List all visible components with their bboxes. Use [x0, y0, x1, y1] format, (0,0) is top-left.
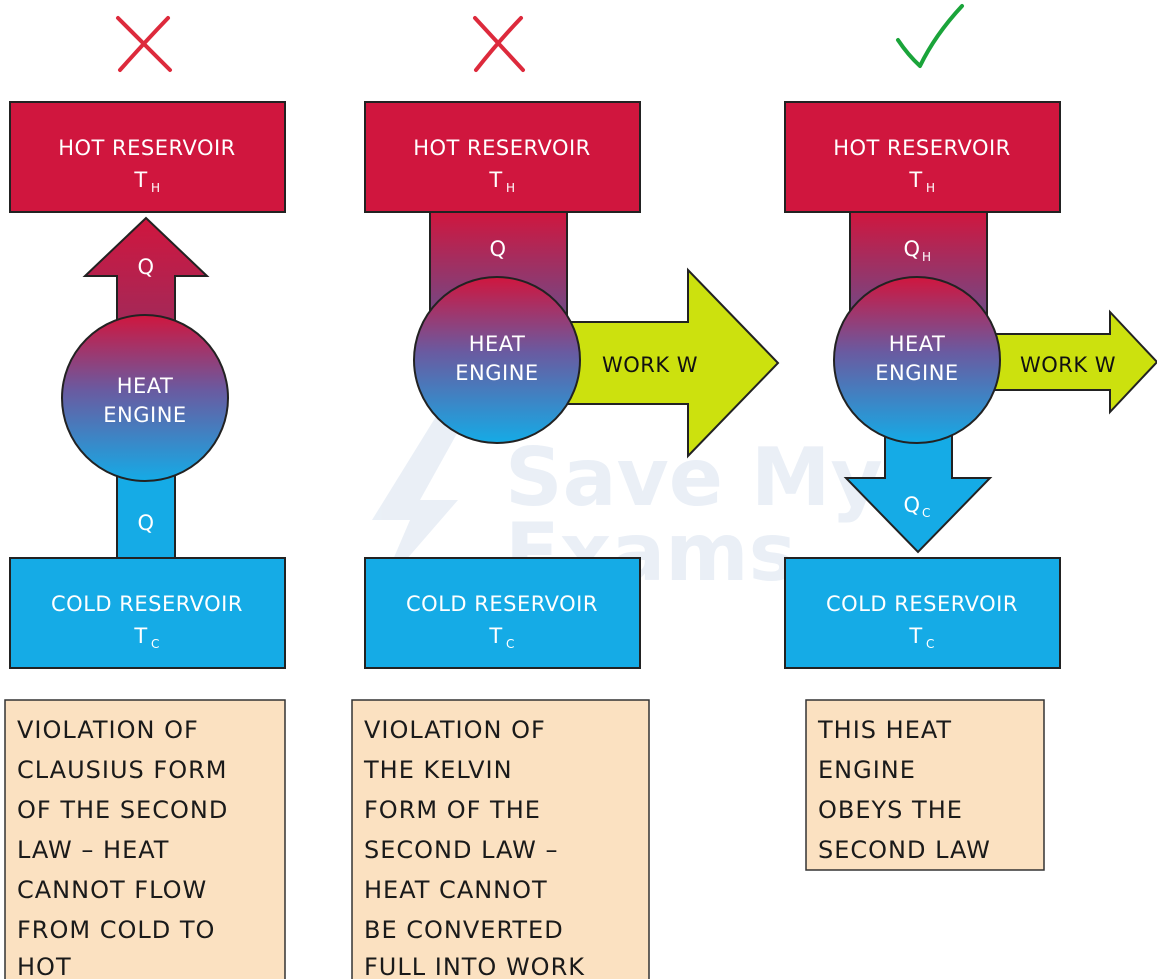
- cold-reservoir: [364, 557, 641, 669]
- hot-temp-symbol: T: [133, 168, 147, 192]
- heat-engine: [413, 276, 581, 444]
- note-line: OBEYS THE: [818, 796, 963, 824]
- cold-reservoir-label: COLD RESERVOIR: [406, 592, 598, 616]
- work-label: WORK W: [1020, 353, 1116, 377]
- watermark-logo-icon: [372, 410, 470, 590]
- engine-label-line1: HEAT: [889, 332, 946, 356]
- hot-temp-subscript: H: [506, 181, 515, 195]
- engine-label-line1: HEAT: [469, 332, 526, 356]
- note-line: FROM COLD TO: [17, 916, 215, 944]
- hot-reservoir-label: HOT RESERVOIR: [58, 136, 236, 160]
- panel-valid-engine: HOT RESERVOIR T H Q H WORK W Q C HEAT EN…: [784, 4, 1157, 871]
- heat-engine: [833, 276, 1001, 444]
- note-line: CLAUSIUS FORM: [17, 756, 227, 784]
- hot-reservoir: [784, 101, 1061, 213]
- note-line: SECOND LAW: [818, 836, 991, 864]
- heat-engine: [61, 314, 229, 482]
- hot-reservoir: [364, 101, 641, 213]
- engine-label-line2: ENGINE: [875, 361, 958, 385]
- hot-temp-subscript: H: [151, 181, 160, 195]
- note-line: BE CONVERTED: [364, 916, 564, 944]
- hot-temp-symbol: T: [908, 168, 922, 192]
- cross-icon: [116, 16, 172, 72]
- note-line: OF THE SECOND: [17, 796, 228, 824]
- hot-temp-symbol: T: [488, 168, 502, 192]
- cold-reservoir-label: COLD RESERVOIR: [826, 592, 1018, 616]
- note-line: VIOLATION OF: [17, 716, 199, 744]
- panel-clausius: HOT RESERVOIR T H Q Q HEAT ENGINE COLD R…: [4, 16, 286, 979]
- note-line: SECOND LAW –: [364, 836, 559, 864]
- note-line: LAW – HEAT: [17, 836, 169, 864]
- q-label: Q: [489, 237, 506, 261]
- cold-temp-symbol: T: [488, 624, 502, 648]
- cross-icon: [473, 16, 525, 72]
- engine-label-line2: ENGINE: [455, 361, 538, 385]
- cold-reservoir-label: COLD RESERVOIR: [51, 592, 243, 616]
- note-line: HOT: [17, 953, 72, 979]
- explanation-note: [4, 699, 286, 979]
- q-bottom-label: Q: [137, 511, 154, 535]
- hot-reservoir-label: HOT RESERVOIR: [413, 136, 591, 160]
- check-icon: [896, 4, 964, 68]
- cold-temp-subscript: C: [151, 637, 159, 651]
- panel-kelvin: HOT RESERVOIR T H Q WORK W HEAT ENGINE C…: [351, 16, 780, 979]
- q-top-label: Q: [137, 255, 154, 279]
- note-line: FORM OF THE: [364, 796, 541, 824]
- explanation-note: [805, 699, 1045, 871]
- engine-label-line1: HEAT: [117, 374, 174, 398]
- qc-symbol: Q: [903, 493, 920, 517]
- qh-symbol: Q: [903, 237, 920, 261]
- note-line: VIOLATION OF: [364, 716, 546, 744]
- engine-label-line2: ENGINE: [103, 403, 186, 427]
- cold-temp-subscript: C: [506, 637, 514, 651]
- cold-temp-symbol: T: [133, 624, 147, 648]
- note-line: THIS HEAT: [817, 716, 952, 744]
- hot-temp-subscript: H: [926, 181, 935, 195]
- hot-reservoir-label: HOT RESERVOIR: [833, 136, 1011, 160]
- work-label: WORK W: [602, 353, 698, 377]
- cold-reservoir: [784, 557, 1061, 669]
- note-line: ENGINE: [818, 756, 916, 784]
- cold-temp-subscript: C: [926, 637, 934, 651]
- note-line: FULL INTO WORK: [364, 953, 585, 979]
- hot-reservoir: [9, 101, 286, 213]
- work-output-arrow: [544, 267, 780, 459]
- note-line: CANNOT FLOW: [17, 876, 207, 904]
- note-line: HEAT CANNOT: [364, 876, 548, 904]
- note-line: THE KELVIN: [363, 756, 513, 784]
- qh-subscript: H: [922, 250, 931, 264]
- qc-subscript: C: [922, 506, 930, 520]
- explanation-note: [351, 699, 650, 979]
- cold-temp-symbol: T: [908, 624, 922, 648]
- cold-reservoir: [9, 557, 286, 669]
